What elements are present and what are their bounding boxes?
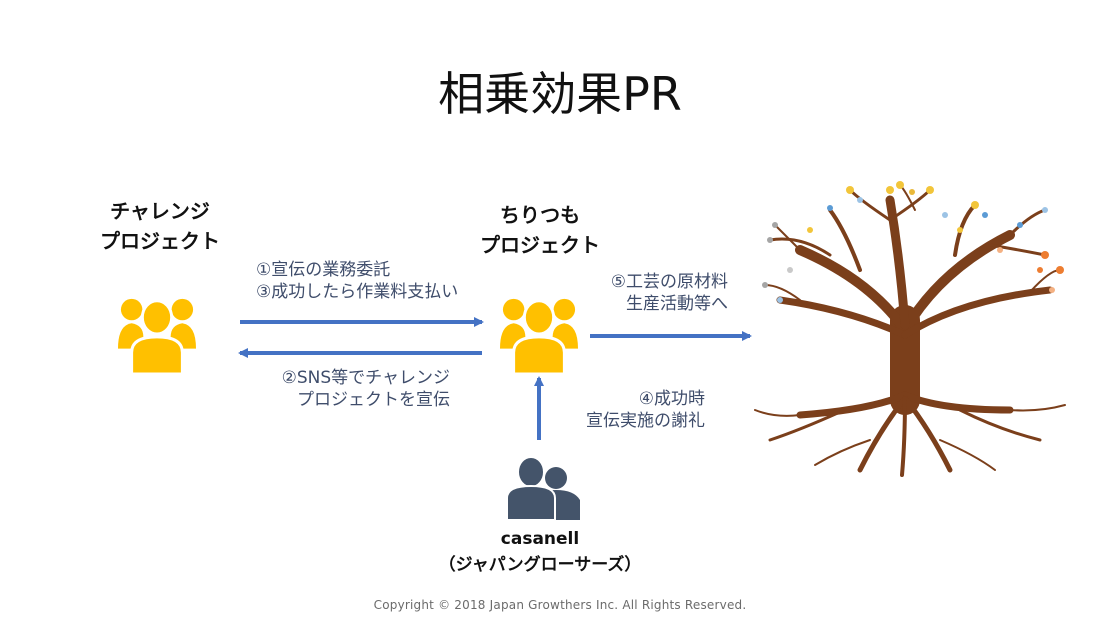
edge-label-raw-materials: ⑤工芸の原材料 生産活動等へ [596, 271, 728, 315]
group-icon [118, 297, 196, 376]
edge-label-line: 宣伝実施の謝礼 [586, 411, 705, 431]
edge-label-line: 生産活動等へ [626, 294, 728, 314]
edge-label-line: プロジェクトを宣伝 [297, 390, 450, 410]
group-icon [500, 297, 578, 376]
edge-label-sns-promotion: ②SNS等でチャレンジ プロジェクトを宣伝 [254, 367, 450, 411]
page-title: 相乗効果PR [438, 67, 682, 121]
edge-label-line: ②SNS等でチャレンジ [281, 368, 450, 388]
edge-label-outsourcing: ①宣伝の業務委託 ③成功したら作業料支払い [256, 259, 458, 303]
chiritsumo-project-label: ちりつも プロジェクト [440, 200, 640, 260]
edge-label-reward: ④成功時 宣伝実施の謝礼 [555, 388, 705, 432]
chiritsumo-label-line2: プロジェクト [480, 233, 600, 257]
casanell-label-line1: casanell [500, 529, 580, 549]
chiritsumo-label-line1: ちりつも [499, 203, 581, 227]
copyright-text: Copyright © 2018 Japan Growthers Inc. Al… [373, 598, 747, 612]
edge-label-line: ①宣伝の業務委託 [256, 260, 391, 280]
casanell-label-line2: （ジャパングローサーズ） [438, 555, 642, 575]
tree-icon [754, 181, 1066, 477]
challenge-label-line1: チャレンジ [110, 199, 210, 223]
people-icon [506, 456, 580, 521]
challenge-project-label: チャレンジ プロジェクト [60, 196, 260, 256]
challenge-label-line2: プロジェクト [100, 229, 220, 253]
edge-label-line: ④成功時 [638, 389, 705, 409]
edge-label-line: ⑤工芸の原材料 [610, 272, 728, 292]
casanell-label: casanell （ジャパングローサーズ） [400, 526, 680, 578]
edge-label-line: ③成功したら作業料支払い [256, 282, 459, 302]
